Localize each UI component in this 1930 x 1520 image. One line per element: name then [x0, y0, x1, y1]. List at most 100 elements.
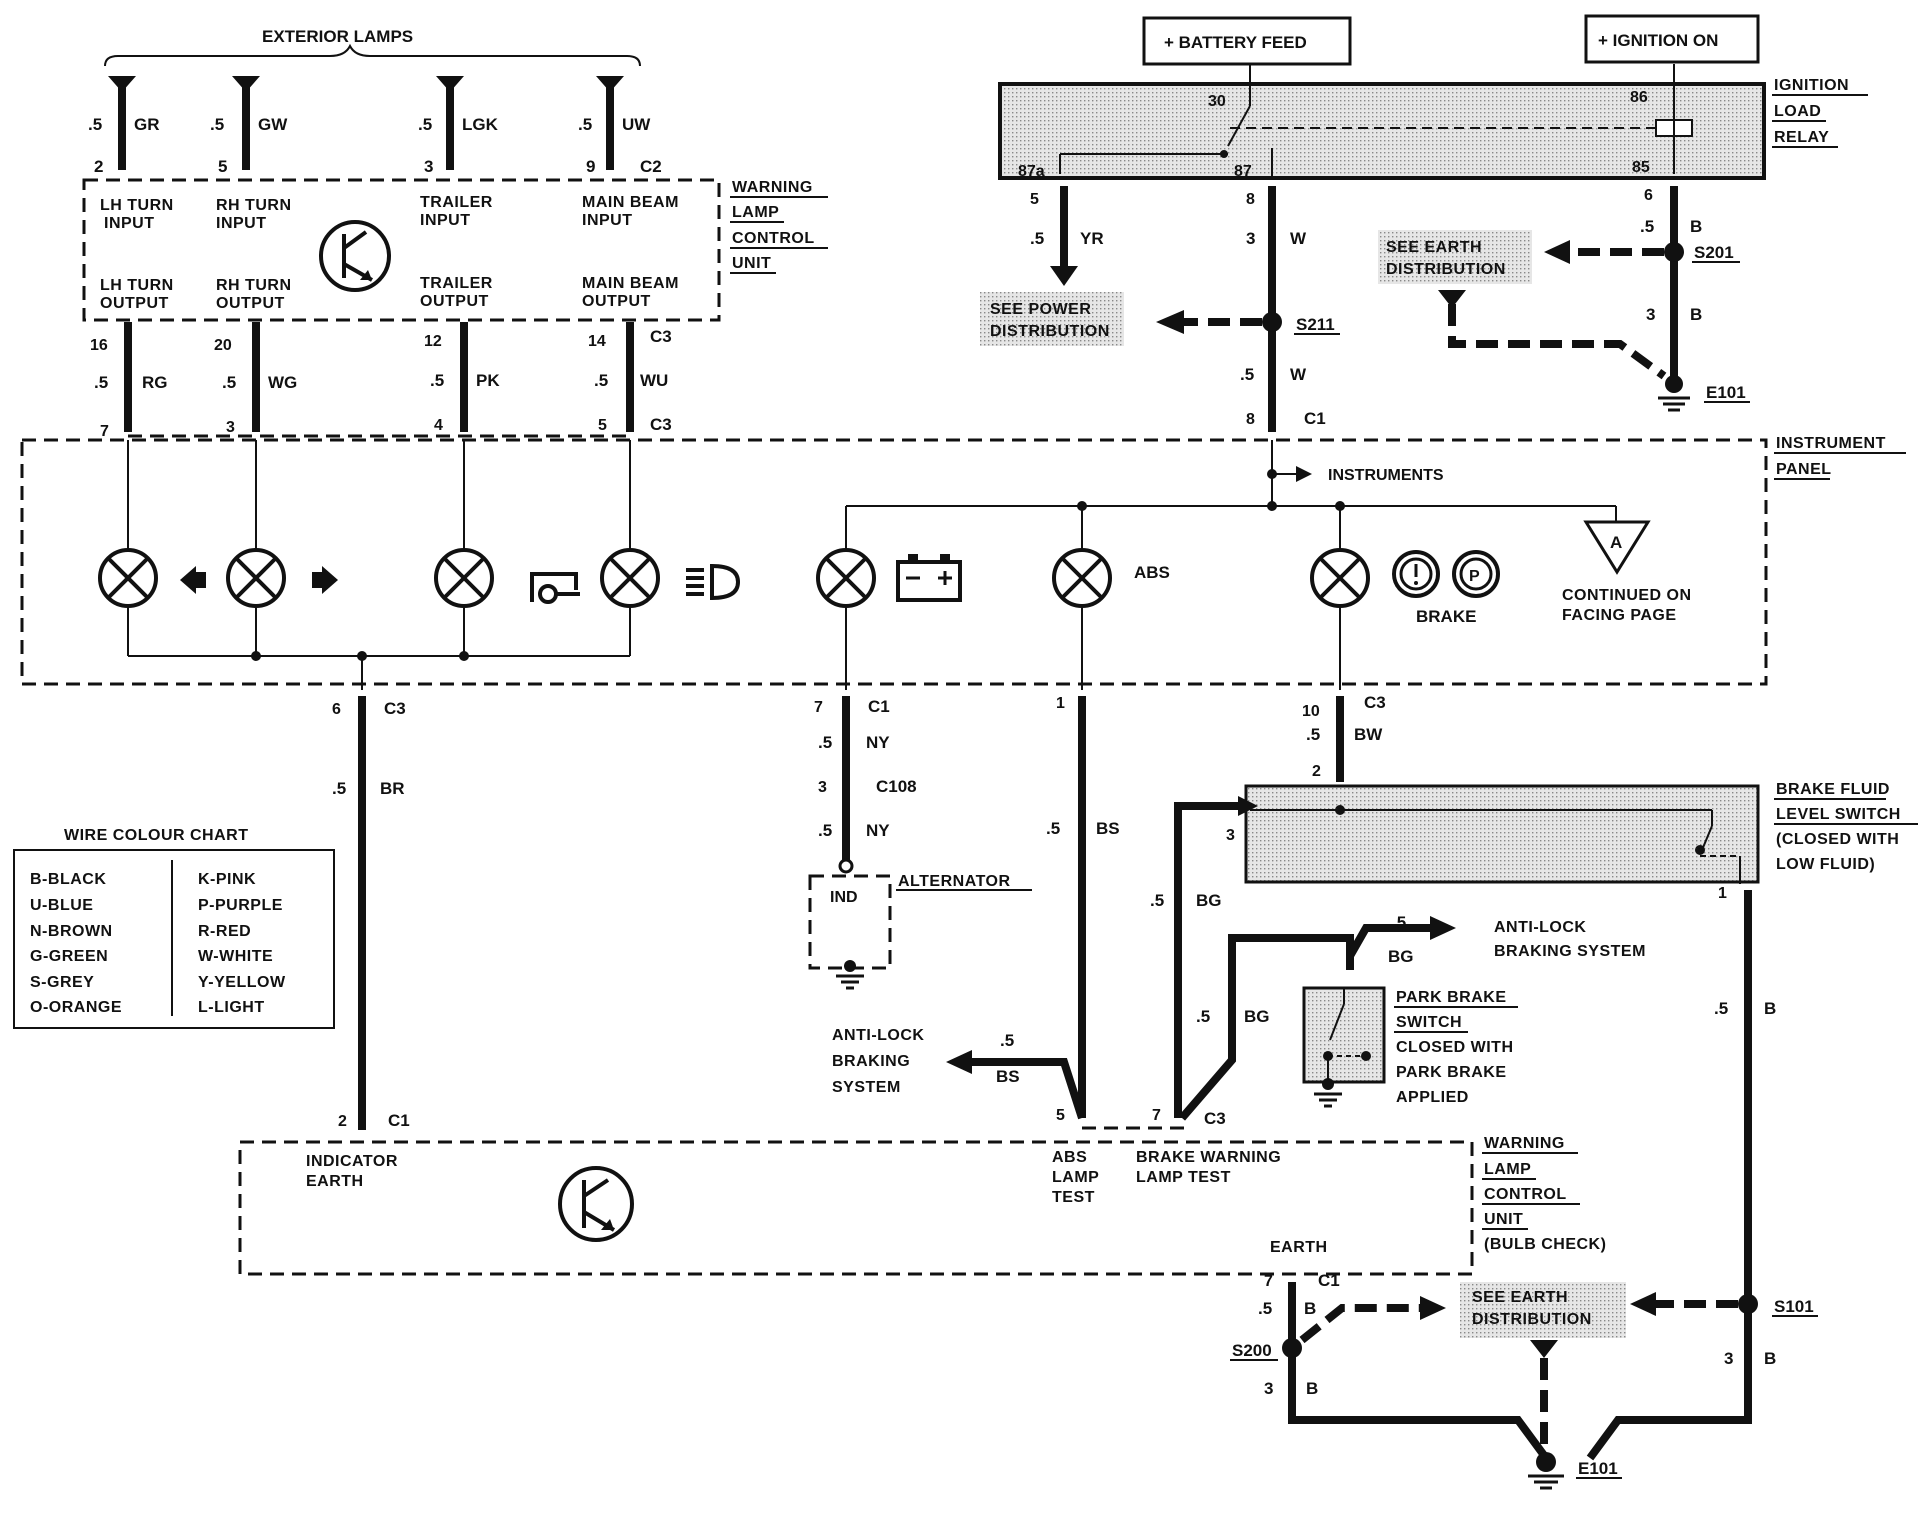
power-dist-arrow: [1156, 310, 1184, 334]
s211-splice: [1262, 312, 1282, 332]
out-pin-top-1: 16: [90, 337, 108, 354]
abs-right-line2: BRAKING SYSTEM: [1494, 943, 1646, 960]
panel-internal-wiring: [127, 440, 1617, 690]
w-size-top: 3: [1246, 229, 1255, 248]
earth-dist-to-e101-top: [1448, 304, 1667, 380]
ext-pin-2: 5: [218, 157, 227, 176]
trailer-icon: [530, 572, 580, 604]
svg-text:INSTRUMENT: INSTRUMENT: [1776, 435, 1886, 452]
b-3-size: 3: [1646, 305, 1655, 324]
c1-label-w: C1: [1304, 409, 1326, 428]
svg-text:PARK BRAKE: PARK BRAKE: [1396, 989, 1506, 1006]
connector-a-label: A: [1610, 533, 1622, 552]
svg-text:U-BLUE: U-BLUE: [30, 897, 93, 914]
svg-text:MAIN BEAM: MAIN BEAM: [582, 194, 679, 211]
ext-wire-2-size: .5: [210, 115, 224, 134]
relay-title: IGNITION LOAD RELAY: [1772, 77, 1868, 148]
lamp-brake: [1310, 548, 1370, 608]
out-wire-3-size: .5: [430, 371, 444, 390]
svg-text:S-GREY: S-GREY: [30, 974, 94, 991]
br-pin: 6: [332, 701, 341, 718]
svg-text:B-BLACK: B-BLACK: [30, 871, 106, 888]
svg-text:TEST: TEST: [1052, 1189, 1095, 1206]
svg-text:(CLOSED WITH: (CLOSED WITH: [1776, 831, 1899, 848]
br-pin-bot: 2: [338, 1113, 347, 1130]
lamp-trailer: [434, 548, 494, 608]
svg-text:PANEL: PANEL: [1776, 461, 1832, 478]
bs-pin-5: 5: [1056, 1107, 1065, 1124]
out-pin-bot-1: 7: [100, 423, 109, 440]
svg-text:LAMP: LAMP: [732, 204, 779, 221]
br-size: .5: [332, 779, 346, 798]
svg-text:BRAKE WARNING: BRAKE WARNING: [1136, 1149, 1281, 1166]
wlcu-bottom-title: WARNING LAMP CONTROL UNIT (BULB CHECK): [1482, 1135, 1606, 1253]
lamp-abs: [1052, 548, 1112, 608]
instrument-panel-title: INSTRUMENT PANEL: [1774, 435, 1906, 480]
panel-dots: [251, 469, 1345, 661]
see-power-line1: SEE POWER: [990, 301, 1091, 318]
c3-label-bw: C3: [1364, 693, 1386, 712]
svg-text:LOW FLUID): LOW FLUID): [1776, 856, 1875, 873]
exterior-wires: [108, 76, 624, 170]
svg-text:OUTPUT: OUTPUT: [216, 295, 285, 312]
alternator-ground-icon: [836, 960, 864, 990]
bg-wire-3: [1346, 924, 1432, 970]
b-earth-left-wire: [1288, 1282, 1550, 1461]
ny-color-1: NY: [866, 733, 890, 752]
svg-text:Y-YELLOW: Y-YELLOW: [198, 974, 286, 991]
s200-label: S200: [1232, 1341, 1272, 1360]
alternator-label: ALTERNATOR: [898, 873, 1011, 890]
svg-text:CONTROL: CONTROL: [732, 230, 815, 247]
see-earth-bottom-line1: SEE EARTH: [1472, 1289, 1568, 1306]
svg-text:W-WHITE: W-WHITE: [198, 948, 273, 965]
b-right-color: B: [1764, 999, 1776, 1018]
ny-size-2: .5: [818, 821, 832, 840]
svg-text:K-PINK: K-PINK: [198, 871, 256, 888]
abs-left-line2: BRAKING: [832, 1053, 910, 1070]
ext-wire-4-size: .5: [578, 115, 592, 134]
see-earth-distribution-top: [1378, 230, 1532, 284]
b-bottom-color2: B: [1306, 1379, 1318, 1398]
svg-text:MAIN BEAM: MAIN BEAM: [582, 275, 679, 292]
c3-label-bottom: C3: [1204, 1109, 1226, 1128]
yr-size: .5: [1030, 229, 1044, 248]
svg-text:PARK BRAKE: PARK BRAKE: [1396, 1064, 1506, 1081]
b-3-color: B: [1690, 305, 1702, 324]
bw-size: .5: [1306, 725, 1320, 744]
relay-pin-30: 30: [1208, 93, 1226, 110]
bg-size-2: .5: [1196, 1007, 1210, 1026]
park-brake-switch-internals: [1314, 988, 1371, 1108]
right-arrow-icon-stem: [312, 572, 322, 588]
see-earth-distribution-bottom: [1460, 1282, 1626, 1338]
svg-text:OUTPUT: OUTPUT: [420, 293, 489, 310]
park-brake-icon: P: [1452, 550, 1500, 598]
out-pin-top-4: 14: [588, 333, 606, 350]
bg-size-1: .5: [1150, 891, 1164, 910]
s200-splice: [1282, 1338, 1302, 1358]
svg-text:TRAILER: TRAILER: [420, 194, 493, 211]
abs-left-arrow: [946, 1050, 972, 1074]
abs-left-line3: SYSTEM: [832, 1079, 901, 1096]
relay-pin-85: 85: [1632, 159, 1650, 176]
svg-text:LAMP: LAMP: [1484, 1161, 1531, 1178]
svg-text:P-PURPLE: P-PURPLE: [198, 897, 283, 914]
b-right-wire: [1586, 890, 1752, 1461]
left-arrow-icon: [180, 566, 196, 594]
earth-dist-arrow-right: [1630, 1292, 1656, 1316]
svg-text:(BULB CHECK): (BULB CHECK): [1484, 1236, 1606, 1253]
relay-pin-87: 87: [1234, 163, 1252, 180]
see-power-distribution-box: [980, 292, 1124, 346]
svg-text:EARTH: EARTH: [306, 1173, 364, 1190]
svg-text:RH TURN: RH TURN: [216, 277, 292, 294]
transistor-icon-top: [319, 220, 391, 292]
b-relay-color: B: [1690, 217, 1702, 236]
bs-left-wire: [970, 1058, 1086, 1120]
bw-color: BW: [1354, 725, 1383, 744]
relay-pin-86: 86: [1630, 89, 1648, 106]
bg-pin-7: 7: [1152, 1107, 1161, 1124]
svg-text:LAMP TEST: LAMP TEST: [1136, 1169, 1231, 1186]
relay-pin-87a: 87a: [1018, 163, 1045, 180]
earth-dist-arrow-left: [1420, 1296, 1446, 1320]
ext-wire-3-color: LGK: [462, 115, 499, 134]
